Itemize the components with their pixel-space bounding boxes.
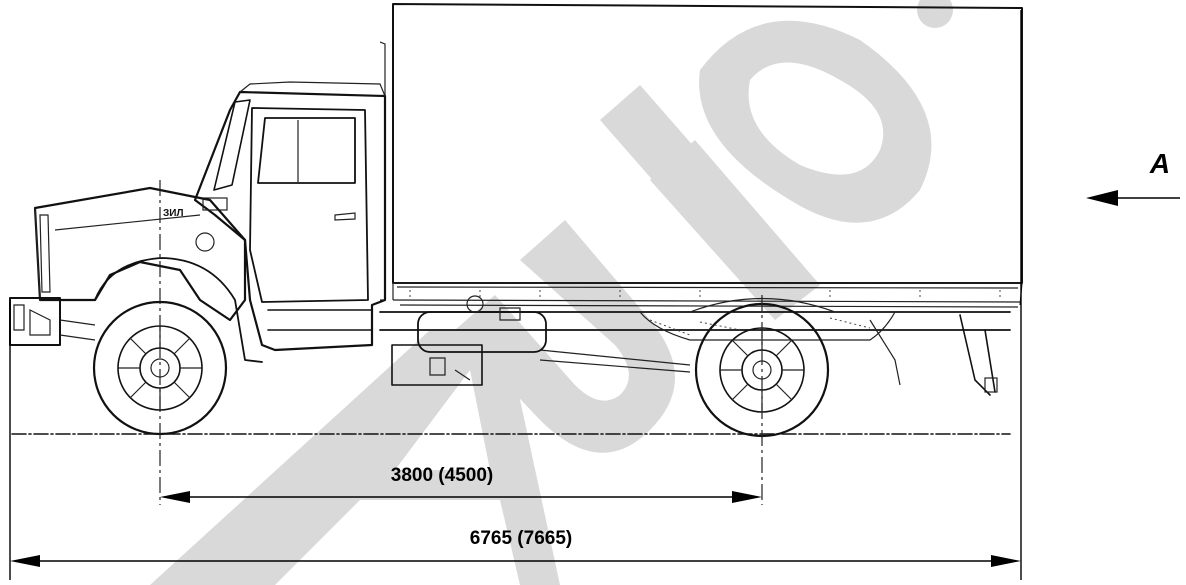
view-direction-indicator: A	[1086, 148, 1180, 206]
watermark-letter-u	[455, 220, 675, 453]
overall-length-arrowhead-left	[10, 555, 40, 567]
overall-length-label: 6765 (7665)	[470, 528, 572, 549]
cab	[193, 81, 387, 352]
front-bumper	[9, 297, 96, 346]
watermark-letter-t	[600, 85, 820, 320]
view-label: A	[1149, 148, 1170, 179]
watermark-dot	[917, 0, 953, 28]
wheelbase-dimension: 3800 (4500)	[160, 465, 762, 503]
wheelbase-arrowhead-left	[160, 491, 190, 503]
battery-box	[391, 344, 483, 386]
wheelbase-arrowhead-right	[732, 491, 762, 503]
hood	[33, 186, 263, 363]
cab-badge: ЗИЛ	[163, 208, 183, 219]
wheelbase-label: 3800 (4500)	[391, 465, 493, 486]
view-arrow-head	[1086, 190, 1118, 206]
watermark-letter-a	[150, 330, 560, 585]
watermark-letter-o	[699, 20, 932, 223]
overall-length-dimension: 6765 (7665)	[10, 528, 1021, 567]
cargo-body	[379, 3, 1023, 308]
overall-length-arrowhead-right	[991, 555, 1021, 567]
